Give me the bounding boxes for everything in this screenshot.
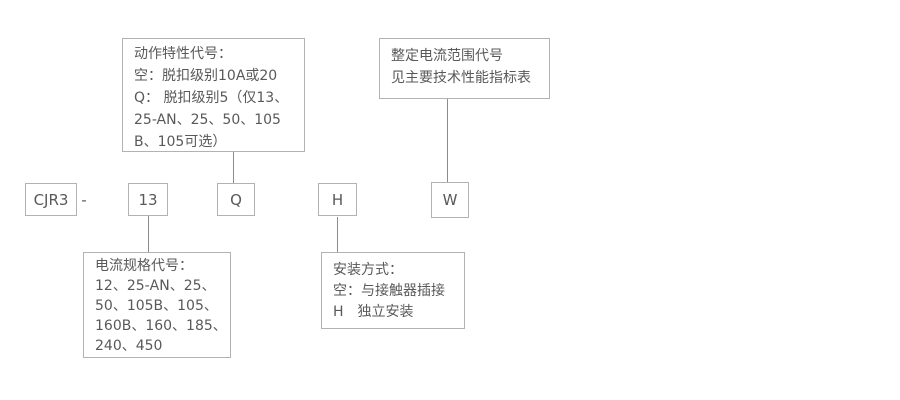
- code-action-characteristic-label: Q: [230, 190, 242, 209]
- callout-line: 50、105B、105、: [95, 298, 218, 314]
- connector-w-to-range-callout: [447, 99, 448, 182]
- callout-setting-current-range: 整定电流范围代号 见主要技术性能指标表: [379, 38, 550, 99]
- callout-line: 空：脱扣级别10A或20: [134, 68, 278, 84]
- code-current-spec-label: 13: [138, 190, 158, 209]
- callout-line: 160B、160、185、: [95, 318, 227, 334]
- callout-line: 整定电流范围代号: [391, 48, 503, 64]
- callout-line: 12、25-AN、25、: [95, 278, 216, 294]
- code-box-mounting: H: [318, 183, 357, 216]
- callout-line: 电流规格代号：: [95, 258, 193, 274]
- model-prefix-label: CJR3: [33, 190, 69, 209]
- callout-line: 240、450: [95, 338, 163, 354]
- code-mounting-label: H: [331, 190, 344, 209]
- callout-line: 空：与接触器插接: [333, 283, 445, 299]
- callout-line: 25-AN、25、50、105: [134, 112, 281, 128]
- code-box-action-characteristic: Q: [217, 183, 255, 216]
- code-box-current-spec: 13: [128, 183, 168, 216]
- callout-line: 见主要技术性能指标表: [391, 70, 531, 86]
- callout-line: 安装方式：: [333, 262, 403, 278]
- callout-line: Q： 脱扣级别5（仅13、: [134, 90, 289, 106]
- callout-line: B、105可选）: [134, 134, 227, 150]
- connector-h-to-mount-callout: [337, 217, 338, 252]
- callout-mounting-type: 安装方式： 空：与接触器插接 H 独立安装: [321, 252, 465, 329]
- connector-q-to-action-callout: [233, 152, 234, 183]
- callout-current-spec: 电流规格代号： 12、25-AN、25、 50、105B、105、 160B、1…: [83, 252, 231, 358]
- model-prefix-box: CJR3: [25, 183, 77, 216]
- callout-line: 动作特性代号：: [134, 46, 232, 62]
- code-setting-range-label: W: [442, 191, 458, 209]
- callout-action-characteristic: 动作特性代号： 空：脱扣级别10A或20 Q： 脱扣级别5（仅13、 25-AN…: [122, 38, 305, 152]
- connector-13-to-spec-callout: [148, 216, 149, 252]
- model-code-separator: -: [81, 190, 87, 209]
- callout-line: H 独立安装: [333, 304, 414, 320]
- code-box-setting-range: W: [431, 182, 469, 218]
